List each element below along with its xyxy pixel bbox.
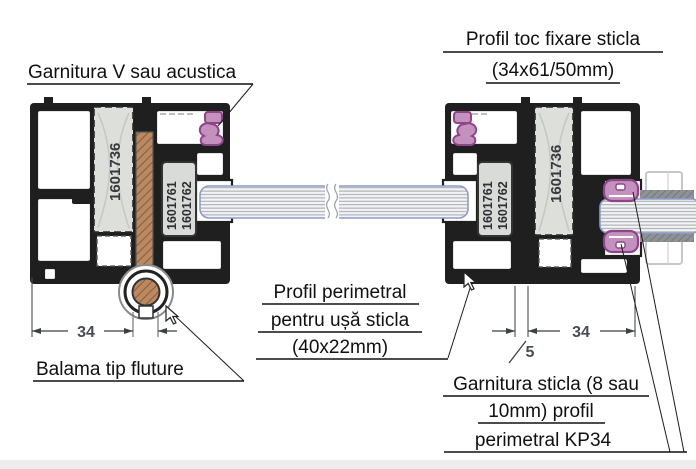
glazing-profile-box-left: 1601761 1601762	[161, 161, 197, 237]
label-perimetral: Profil perimetral pentru ușă sticla (40x…	[256, 282, 448, 360]
glazing-gasket-band-bottom	[640, 233, 694, 242]
perimetral-line1: Profil perimetral	[273, 282, 406, 303]
thermal-strip-left	[136, 132, 153, 284]
window-bottom-strip	[0, 460, 696, 469]
dimension-value-left: 34	[77, 324, 95, 341]
leader-perimetral	[447, 281, 473, 359]
v-gasket-right	[452, 111, 478, 146]
kp34-gasket-bottom	[602, 229, 640, 254]
part-number-1601761-left: 1601761	[165, 181, 179, 230]
part-number-1601762-left: 1601762	[180, 181, 194, 230]
fixed-glass-assembly	[599, 171, 696, 265]
label-hinge-text: Balama tip fluture	[36, 359, 184, 380]
perimetral-line2: pentru ușă sticla	[271, 310, 410, 331]
perimetral-line3: (40x22mm)	[292, 337, 388, 358]
insulation-strip-left: 1601736	[93, 106, 134, 233]
label-gasket-v: Garnitura V sau acustica	[27, 62, 253, 85]
glass-gasket-line1: Garnitura sticla (8 sau	[453, 374, 639, 395]
glazing-gasket-band-top	[640, 190, 694, 199]
label-title: Profil toc fixare sticla (34x61/50mm)	[443, 29, 663, 84]
butterfly-hinge	[118, 264, 174, 337]
kp34-gasket-top	[602, 178, 640, 203]
dimension-right-34-and-5: 34 5	[492, 286, 636, 364]
label-hinge: Balama tip fluture	[33, 359, 244, 382]
leader-kp34-bottom	[620, 243, 671, 453]
part-number-1601762-right: 1601762	[496, 181, 510, 230]
door-glass-panel	[199, 182, 469, 222]
v-gasket-left	[198, 111, 224, 146]
title-line1: Profil toc fixare sticla	[466, 29, 641, 50]
glass-gasket-line3: perimetral KP34	[475, 430, 612, 451]
dimension-value-gap: 5	[526, 344, 535, 361]
leader-kp34-top	[632, 191, 685, 453]
cursor-arrow-hinge	[165, 304, 180, 325]
dimension-left-34: 34	[31, 278, 177, 341]
right-frame-profile: 1601761 1601762 1601736	[441, 97, 643, 337]
leader-hinge	[173, 314, 245, 382]
glass-gasket-line2: 10mm) profil	[488, 401, 594, 422]
glazing-profile-box-right: 1601761 1601762	[477, 161, 513, 237]
title-line2: (34x61/50mm)	[492, 60, 615, 81]
label-gasket-v-text: Garnitura V sau acustica	[28, 62, 236, 83]
part-number-1601736-left: 1601736	[107, 143, 124, 201]
fixed-glass-panel	[599, 198, 696, 234]
dimension-value-right: 34	[572, 324, 590, 341]
part-number-1601761-right: 1601761	[481, 181, 495, 230]
part-number-1601736-right: 1601736	[548, 145, 565, 203]
insulation-strip-right: 1601736	[534, 106, 574, 236]
cursor-arrow-perimetral	[463, 270, 478, 291]
label-glass-gasket: Garnitura sticla (8 sau 10mm) profil per…	[443, 374, 687, 453]
leader-gasket-v	[217, 83, 254, 127]
